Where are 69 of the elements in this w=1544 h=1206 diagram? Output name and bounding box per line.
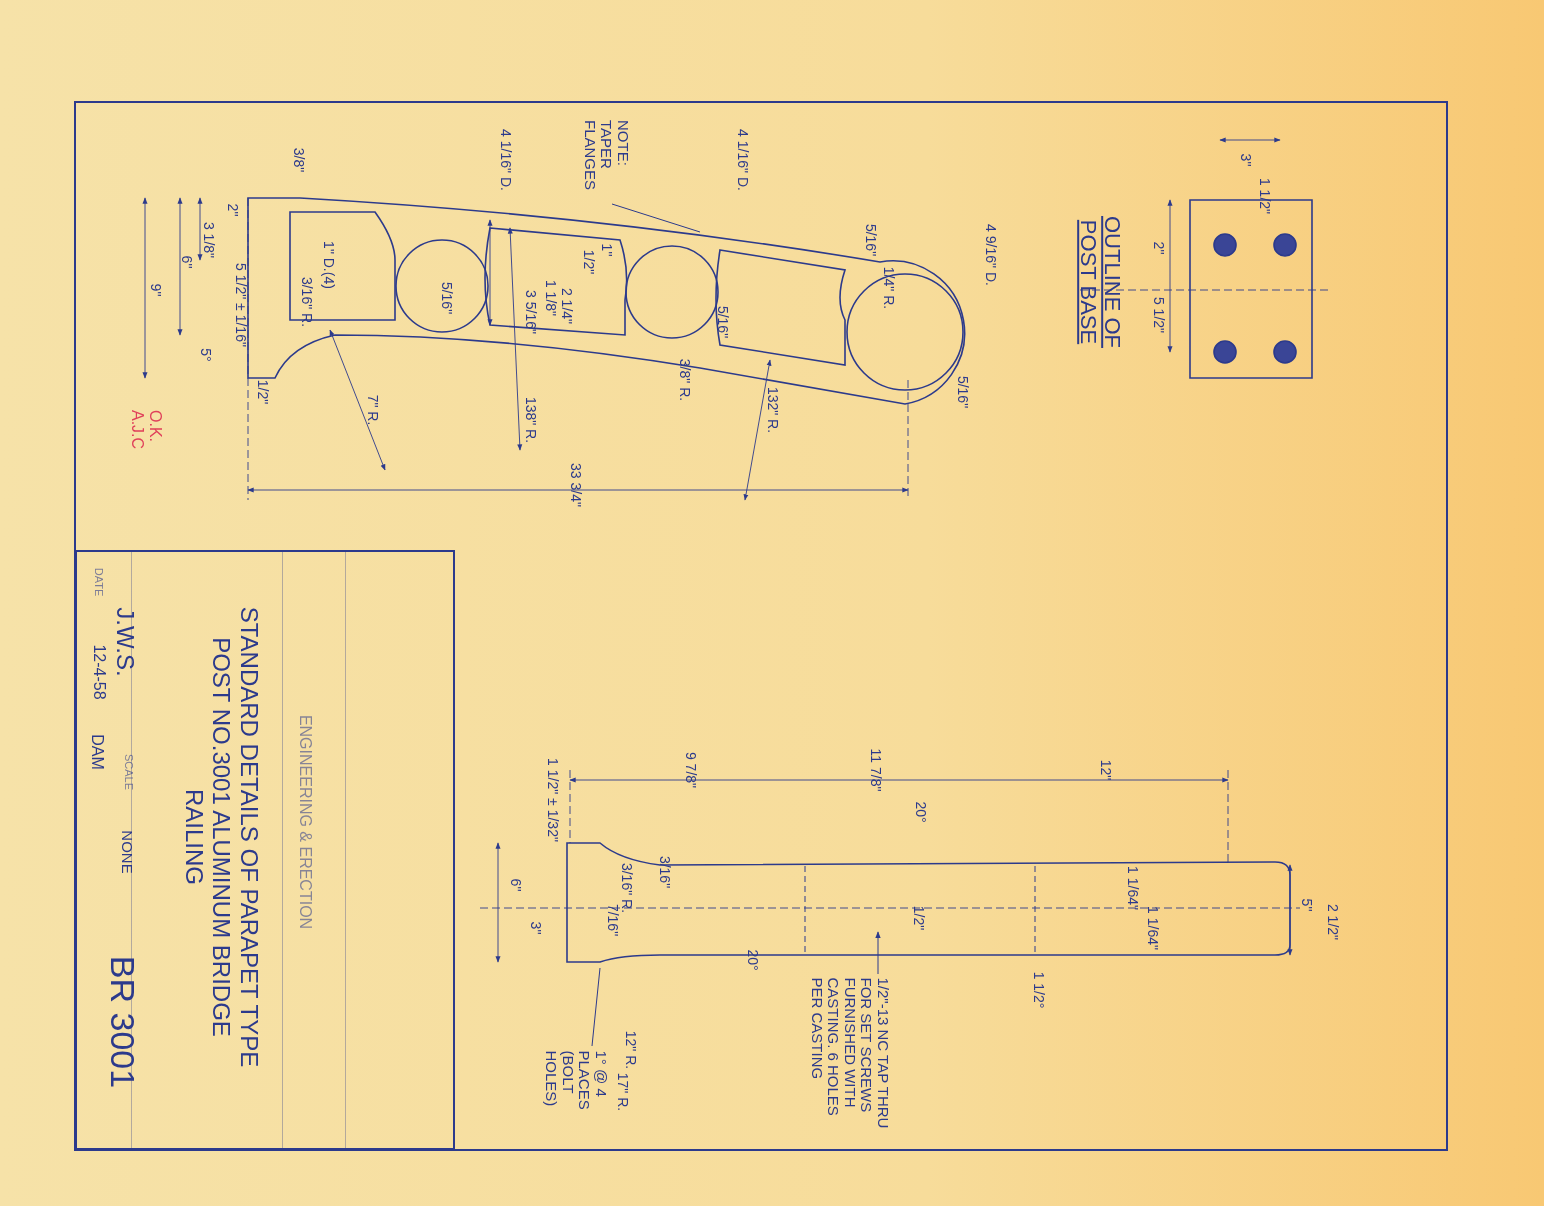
dimension-label: 5/16" (862, 223, 878, 257)
dimension-label: 1" D.(4) (320, 241, 336, 289)
dimension-label: 3 1/8" (200, 221, 216, 259)
dimension-label: 12" (1097, 759, 1113, 781)
dimension-label: 138" R. (522, 396, 538, 444)
dimension-label: 3" (527, 921, 543, 935)
dimension-label: 20° (744, 949, 760, 971)
dimension-label: 5/16" (954, 375, 970, 409)
dimension-label: 3/8" (290, 147, 306, 173)
dimension-label: 2" (1150, 241, 1166, 255)
dimension-label: 1/2" (580, 249, 596, 275)
dimension-label: 5° (197, 348, 213, 362)
approval-note: O.K. A.J.C (128, 410, 164, 452)
drawing-title: STANDARD DETAILS OF PARAPET TYPE POST NO.3001 ALUMINUM BRIDGE RAILING (180, 605, 264, 1070)
dimension-label: 1 1/8" (542, 279, 558, 317)
dimension-label: 5" (1298, 898, 1314, 912)
dimension-label: 1/2" (910, 905, 926, 931)
dimension-label: 132" R. (764, 386, 780, 434)
dimension-label: 9 7/8" (682, 751, 698, 789)
drawn-by: J.W.S. (111, 607, 139, 677)
dimension-label: 1/4" R. (880, 266, 896, 310)
dimension-label: 1" (598, 243, 614, 257)
leader-line (611, 203, 701, 233)
dimension-label: 1 1/2° (1030, 971, 1046, 1009)
field-caption: DATE (92, 567, 106, 597)
dimension-label: 3/16" (656, 855, 672, 889)
dimension-label: 3" (1237, 153, 1253, 167)
dimension-label: 3 5/16" (522, 290, 538, 334)
dimension-label: 5 1/2" ± 1/16" (232, 263, 248, 347)
note-text: 1° @ 4 PLACES (BOLT HOLES) (543, 1050, 609, 1146)
dimension-label: 1 1/64" (1124, 866, 1140, 910)
dimension-label: 3/16" R. (618, 862, 634, 914)
dimension-label: 3/8" R. (676, 358, 692, 402)
dimension-label: 4 9/16" D. (982, 224, 998, 286)
company-subtitle: ENGINEERING & ERECTION (296, 714, 314, 930)
dimension-label: 20° (912, 801, 928, 823)
dimension-label: 1 1/2" (1256, 177, 1272, 215)
dimension-label: 12" R. (622, 1030, 638, 1070)
dimension-label: 6" (507, 878, 523, 892)
dimension-label: 5/16" (438, 281, 454, 315)
dimension-label: 4 1/16" D. (497, 129, 513, 191)
dimension-label: 9" (147, 283, 163, 297)
dimension-label: 2 1/2" (1324, 903, 1340, 941)
date-value: 12-4-58 (90, 644, 108, 700)
dimension-label: 17" R. (614, 1072, 630, 1112)
note-text: NOTE: TAPER FLANGES (581, 120, 631, 200)
dimension-label: 1 1/2" ± 1/32" (544, 758, 560, 842)
dimension-label: 2 1/4" (558, 287, 574, 325)
leader-line (875, 931, 881, 975)
title-block (75, 550, 455, 1150)
dimension-label: 4 1/16" D. (734, 129, 750, 191)
scale-value: NONE (118, 830, 136, 874)
dimension-label: 5 1/2" (1150, 296, 1166, 334)
dimension-label: 6" (178, 255, 194, 269)
dimension-label: 5/16" (714, 305, 730, 339)
dimension-label: 1 1/64" (1144, 906, 1160, 950)
leader-line (591, 967, 601, 1047)
dimension-label: 7/16" (604, 903, 620, 937)
view-heading: OUTLINE OF POST BASE (1075, 215, 1125, 350)
dimension-label: 3/16" R. (298, 276, 314, 328)
field-caption: SCALE (122, 753, 136, 791)
dimension-label: 2" (224, 203, 240, 217)
dimension-label: 11 7/8" (867, 748, 883, 792)
drawing-number: BR 3001 (103, 955, 141, 1089)
dimension-label: 7" R. (364, 394, 380, 426)
initials-text: DAM (88, 734, 106, 770)
dimension-label: 1/2" (254, 379, 270, 405)
dimension-label: 33 3/4" (567, 463, 583, 507)
note-text: 1/2"-13 NC TAP THRU FOR SET SCREWS FURNISHED WITH CASTING. 6 HOLES PER CASTING (808, 977, 892, 1143)
